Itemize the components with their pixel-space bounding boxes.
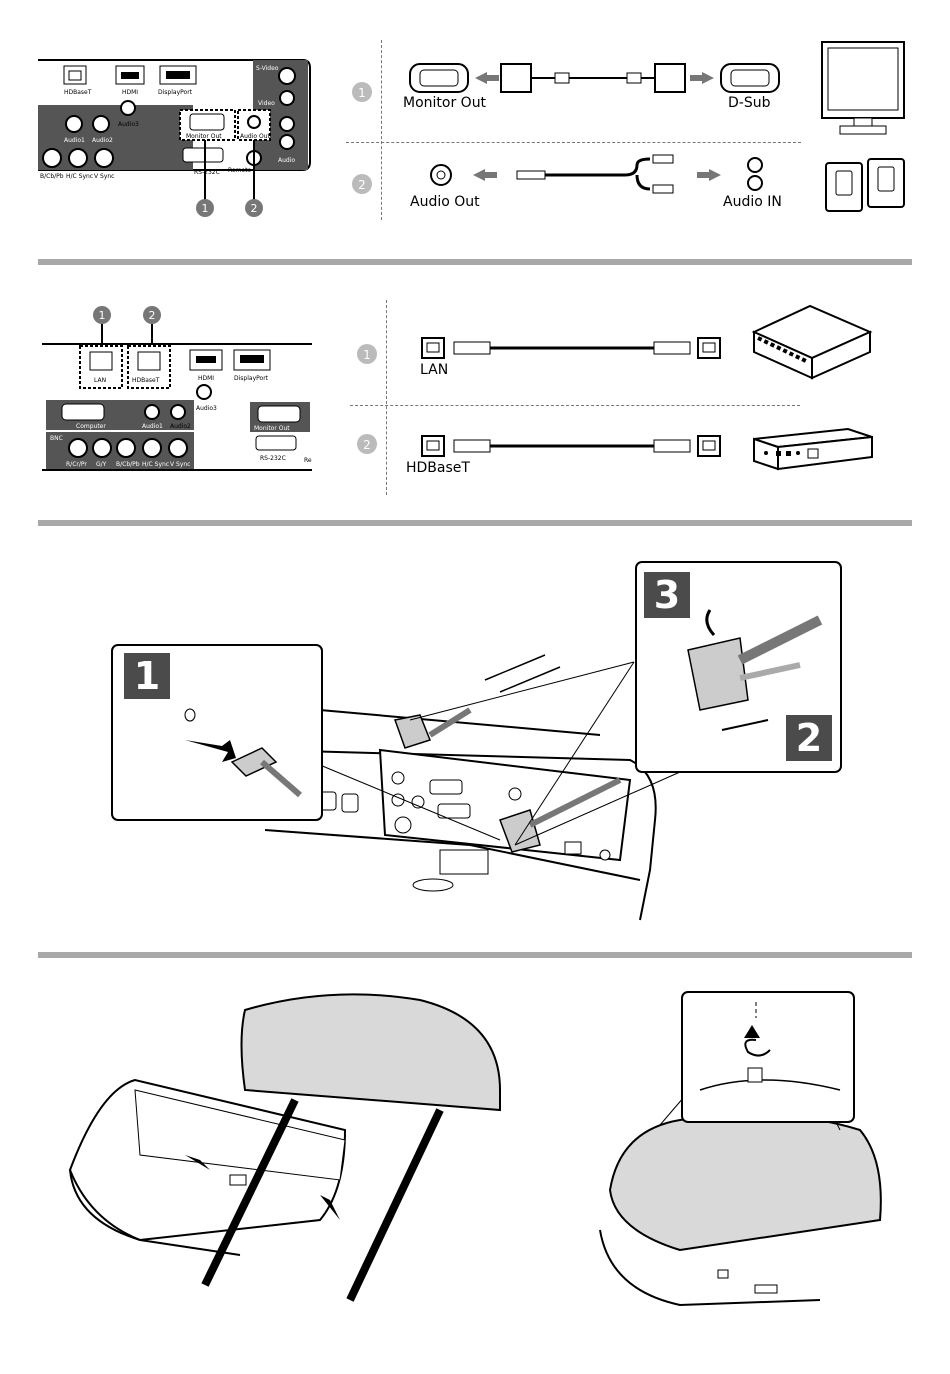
audio-cable-diagram (430, 154, 763, 194)
label-rs232c-2: RS-232C (260, 455, 286, 462)
step-2-badge: 2 (786, 715, 832, 761)
label-audio2: Audio2 (92, 137, 113, 144)
vga-cable-diagram (409, 63, 780, 93)
label-audio2-2: Audio2 (170, 423, 191, 430)
speakers-icon (825, 158, 905, 212)
lan-cable-diagram (421, 337, 721, 359)
label-audio1: Audio1 (64, 137, 85, 144)
label-bnc: BNC (50, 435, 63, 442)
label-re: Re (304, 457, 312, 464)
audio-in-label: Audio IN (723, 194, 782, 210)
label-lan: LAN (94, 377, 106, 384)
label-hdmi-2: HDMI (198, 375, 214, 382)
section-cover (0, 980, 950, 1370)
label-hdbaset-2: HDBaseT (132, 377, 160, 384)
audio-out-label: Audio Out (410, 194, 480, 210)
label-hcsync: H/C Sync (66, 173, 93, 180)
section-rule-3 (38, 952, 912, 958)
network-hub-icon (751, 304, 873, 380)
hdbaset-transmitter-icon (753, 427, 873, 471)
label-audio-out: Audio Out (240, 133, 270, 140)
label-hcsync-2: H/C Sync (142, 461, 169, 468)
step-markers-1: 1 2 (352, 82, 372, 194)
section-monitor-audio: HDBaseT HDMI DisplayPort Audio3 Audio1 A… (0, 0, 950, 265)
section-rule-1 (38, 259, 912, 265)
callout-2: 2 (251, 202, 258, 215)
label-remote: Remote (228, 167, 251, 174)
lan-label: LAN (420, 362, 449, 378)
dsub-label: D-Sub (728, 95, 771, 111)
label-vsync-2: V Sync (170, 461, 190, 468)
label-rcrpr: R/Cr/Pr (66, 461, 87, 468)
label-hdmi: HDMI (122, 89, 138, 96)
callout-lan: 1 (99, 309, 106, 322)
monitor-out-label: Monitor Out (403, 95, 487, 111)
monitor-icon (821, 41, 905, 135)
label-audio3-2: Audio3 (196, 405, 217, 412)
divider-vertical (381, 40, 382, 220)
divider-vertical-2 (386, 300, 387, 495)
label-vsync: V Sync (94, 173, 114, 180)
step-marker-1: 1 (358, 86, 366, 100)
label-svideo: S-Video (256, 65, 279, 72)
section-network: 1 2 LAN HDBaseT HDMI DisplayPort Audio3 … (0, 290, 950, 510)
label-monitor-out-2: Monitor Out (254, 425, 290, 432)
callout-hdbaset: 2 (149, 309, 156, 322)
label-video: Video (258, 100, 275, 107)
label-rs232c: RS-232C (194, 169, 220, 176)
step-1-badge: 1 (124, 653, 170, 699)
hdbaset-label: HDBaseT (406, 460, 470, 476)
section-cable-holder: 1 3 2 (0, 550, 950, 940)
callout-1: 1 (202, 202, 209, 215)
section-rule-2 (38, 520, 912, 526)
rear-panel-2: 1 2 LAN HDBaseT HDMI DisplayPort Audio3 … (42, 306, 312, 471)
step-marker-hdbaset: 2 (363, 438, 371, 452)
label-bcbpb-2: B/Cb/Pb (116, 461, 140, 468)
cable-cover-illustration (68, 991, 882, 1307)
step-3-badge: 3 (644, 572, 690, 618)
label-hdbaset: HDBaseT (64, 89, 92, 96)
hdbaset-cable-diagram (421, 435, 721, 457)
label-displayport-2: DisplayPort (234, 375, 269, 382)
step-markers-2: 1 2 (357, 344, 377, 454)
label-computer: Computer (76, 423, 106, 430)
divider-horizontal (346, 142, 801, 143)
divider-horizontal-2 (350, 405, 800, 406)
label-audio1-2: Audio1 (142, 423, 163, 430)
label-audio3: Audio3 (118, 121, 139, 128)
label-displayport: DisplayPort (158, 89, 193, 96)
label-gy: G/Y (96, 461, 107, 468)
label-bcbpb: B/Cb/Pb (40, 173, 64, 180)
rear-panel-1: HDBaseT HDMI DisplayPort Audio3 Audio1 A… (38, 59, 311, 217)
step-marker-lan: 1 (363, 348, 371, 362)
label-audio: Audio (278, 157, 295, 164)
label-monitor-out: Monitor Out (186, 133, 222, 140)
step-marker-2: 2 (358, 178, 366, 192)
